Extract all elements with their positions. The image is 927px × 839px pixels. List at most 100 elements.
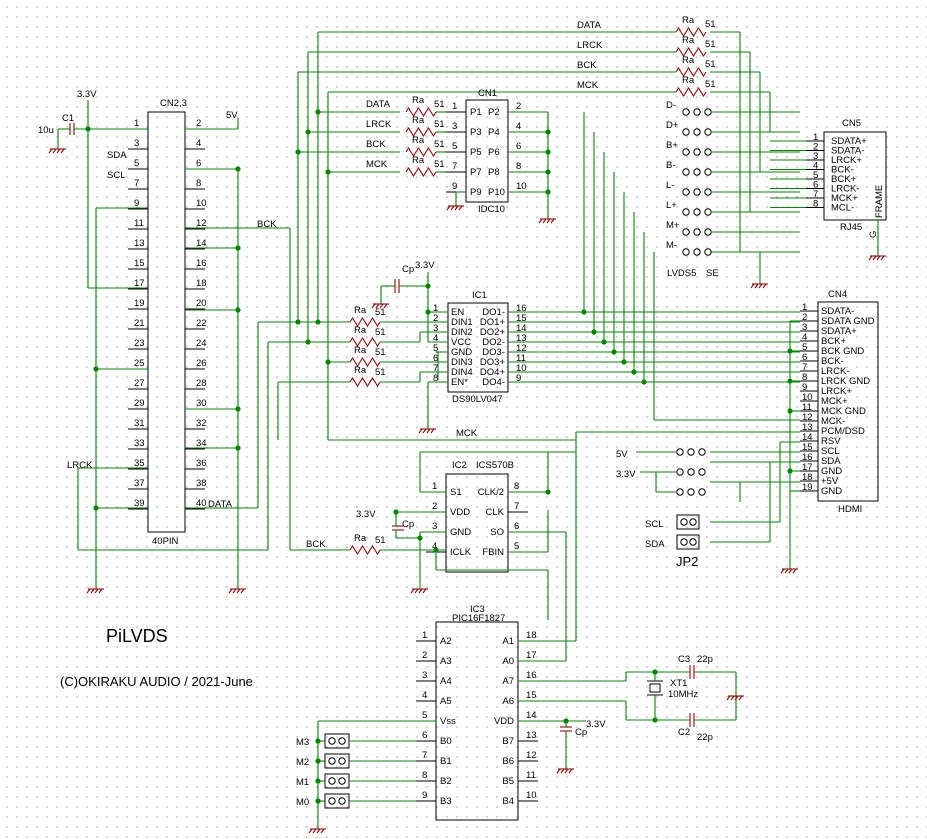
jp2-pad[interactable]: [698, 488, 706, 496]
lvds5-pad[interactable]: [704, 208, 712, 216]
cn4-pin-number: 18: [802, 472, 813, 483]
ic3-pin-inner: A0: [502, 656, 514, 667]
lvds5-row-label: B-: [666, 160, 676, 171]
ground-symbol: [371, 300, 389, 309]
lvds5-pad[interactable]: [682, 128, 690, 136]
lvds5-pad[interactable]: [682, 248, 690, 256]
ic2-pin-inner: GND: [450, 527, 471, 538]
lvds5-pad[interactable]: [693, 248, 701, 256]
lvds5-pad[interactable]: [682, 208, 690, 216]
ic3-jumper-pad[interactable]: [328, 737, 336, 745]
resistor-ra-top: [675, 66, 707, 78]
lvds5-pad[interactable]: [704, 168, 712, 176]
jp2-pad[interactable]: [698, 468, 706, 476]
lvds5-pad[interactable]: [682, 108, 690, 116]
lvds5-pad[interactable]: [693, 128, 701, 136]
ic3-pin-number: 16: [526, 670, 537, 681]
cn4-pin-signal: +5V: [821, 476, 839, 487]
ic3-pin-number: 6: [422, 730, 427, 741]
resistor-value: 51: [705, 59, 716, 70]
ic3-jumper-pad[interactable]: [328, 797, 336, 805]
jp2-pad[interactable]: [698, 448, 706, 456]
ic3-pin-number: 17: [526, 650, 537, 661]
cn4-pin-signal: SDATA+: [821, 326, 857, 337]
cn23-pin-number: 6: [196, 158, 201, 169]
jp2-pad[interactable]: [687, 468, 695, 476]
ic2-pin-inner: S1: [450, 487, 462, 498]
resistor-value: 51: [705, 19, 716, 30]
cn23-connector: CN2,3 40PIN 1357911131517192123252729313…: [38, 89, 277, 547]
jp2-pad[interactable]: [689, 538, 697, 546]
cn4-pin-number: 12: [802, 412, 813, 423]
jp2-pad[interactable]: [680, 518, 688, 526]
jp2-pad[interactable]: [689, 518, 697, 526]
lvds5-pad[interactable]: [682, 188, 690, 196]
resistor-ra-ic1: [349, 356, 381, 368]
jp2-pad[interactable]: [687, 488, 695, 496]
lvds5-se: SE: [706, 268, 719, 279]
ic3-jumper-pad[interactable]: [338, 777, 346, 785]
cn23-scl-label: SCL: [107, 170, 125, 181]
cn4-pin-signal: SDA: [821, 456, 841, 467]
cn23-lrck-label: LRCK: [67, 460, 93, 471]
top-net-bck: BCK: [577, 60, 597, 71]
jp2-pad[interactable]: [680, 538, 688, 546]
lvds5-pad[interactable]: [693, 148, 701, 156]
ic3-pin-number: 2: [422, 650, 427, 661]
cn23-pin-number: 18: [196, 278, 207, 289]
cn23-pin-number: 29: [134, 398, 145, 409]
lvds5-pad[interactable]: [704, 228, 712, 236]
resistor-value: 51: [375, 307, 386, 318]
lvds5-row-label: L+: [666, 200, 677, 211]
lvds5-pad[interactable]: [704, 148, 712, 156]
jp2-pad[interactable]: [676, 468, 684, 476]
ground-symbol: [868, 252, 886, 261]
cn23-pin-number: 12: [196, 218, 207, 229]
copyright-line: (C)OKIRAKU AUDIO / 2021-June: [60, 674, 253, 689]
ic3-jumper-pad[interactable]: [338, 797, 346, 805]
lvds5-pad[interactable]: [682, 168, 690, 176]
cn5-pin-signal: SDATA-: [831, 146, 864, 157]
cn4-pin-signal: SDATA GND: [821, 316, 875, 327]
lvds5-pad[interactable]: [682, 228, 690, 236]
resistor-value: 51: [375, 327, 386, 338]
ic1-pin-inner: DO3-: [482, 347, 505, 358]
ic3-pin-inner: A7: [502, 676, 514, 687]
lvds5-pad[interactable]: [693, 108, 701, 116]
lvds5-pad[interactable]: [682, 148, 690, 156]
ground-symbol: [538, 215, 556, 224]
ic3-jumper-pad[interactable]: [328, 777, 336, 785]
jp2-pad[interactable]: [676, 448, 684, 456]
c1-value: 10u: [38, 125, 54, 136]
jp2-pad[interactable]: [676, 488, 684, 496]
resistor-name: Ra: [354, 345, 367, 356]
lvds5-pad[interactable]: [704, 188, 712, 196]
ic3-pin-inner: VDD: [494, 716, 514, 727]
ic1-pin-number: 4: [433, 333, 438, 344]
ic2-name: IC2: [452, 460, 467, 471]
ic1-part: DS90LV047: [452, 394, 503, 405]
ic3-jumper-pad[interactable]: [328, 757, 336, 765]
lvds5-pad[interactable]: [693, 228, 701, 236]
lvds5-pad[interactable]: [704, 128, 712, 136]
ic1-pin-inner: DIN2: [451, 327, 473, 338]
ic3-jumper-pad[interactable]: [338, 757, 346, 765]
ic3-mode-jumper-label: M2: [296, 757, 309, 768]
lvds5-pad[interactable]: [693, 208, 701, 216]
ic2-bck: BCK: [306, 539, 326, 550]
cn4-pin-number: 19: [802, 482, 813, 493]
lvds5-pad[interactable]: [693, 168, 701, 176]
ic2-v33: 3.3V: [356, 509, 376, 520]
ic1-pin-inner: DO1+: [480, 317, 506, 328]
ic3-jumper-pad[interactable]: [338, 737, 346, 745]
lvds5-pad[interactable]: [693, 188, 701, 196]
cn23-v33-label: 3.3V: [77, 89, 97, 100]
jp2-5v: 5V: [616, 449, 628, 460]
jp2-pad[interactable]: [687, 448, 695, 456]
ic3-pin-inner: B1: [440, 756, 452, 767]
lvds5-pad[interactable]: [704, 108, 712, 116]
cn23-pin-number: 28: [196, 378, 207, 389]
cn5-ground: G: [868, 231, 879, 238]
ic3-chip: IC3 PIC16F1827 1A22A33A44A55Vss6B07B18B2…: [296, 604, 627, 825]
